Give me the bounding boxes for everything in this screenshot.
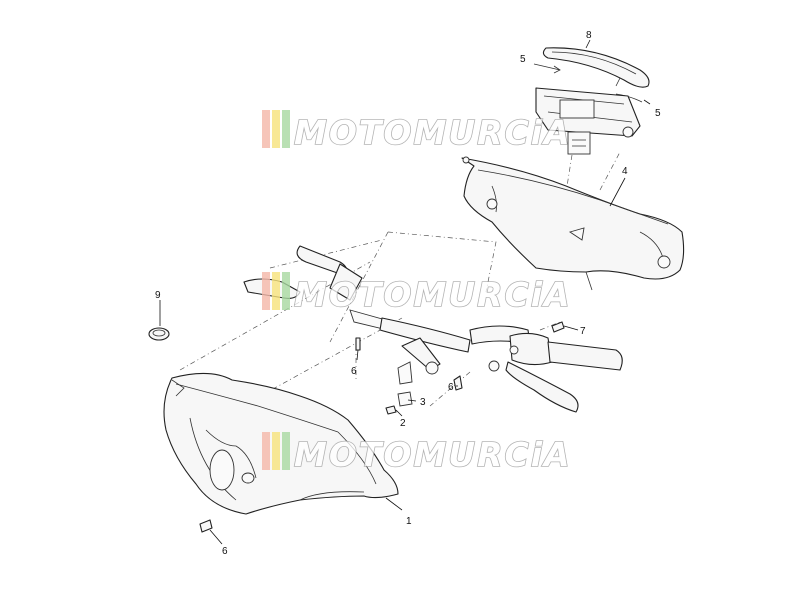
callout-5-left: 5 [520, 54, 526, 65]
callout-1: 1 [406, 516, 412, 527]
callout-6-upper: 6 [351, 366, 357, 377]
callout-6-middle: 6 [448, 382, 454, 393]
callout-3: 3 [420, 397, 426, 408]
watermark-top: MOTOMURCiA [262, 110, 572, 153]
watermark-text: MOTOMURCiA [294, 435, 572, 474]
callouts: 1 2 3 4 5 5 6 6 6 7 8 9 [155, 30, 661, 557]
part-9-emblem [148, 327, 170, 341]
right-grip-lever [488, 332, 623, 413]
part-4-rear-handlebar-cover [461, 156, 685, 291]
watermark-text: MOTOMURCiA [294, 113, 572, 152]
instrument-cluster [535, 87, 641, 155]
watermark-middle: MOTOMURCiA [262, 272, 572, 315]
callout-2: 2 [400, 418, 406, 429]
watermark-text: MOTOMURCiA [294, 275, 572, 314]
callout-5-right: 5 [655, 108, 661, 119]
handlebar-assembly [379, 317, 531, 385]
callout-4: 4 [622, 166, 628, 177]
callout-7: 7 [580, 326, 586, 337]
screws [199, 321, 565, 533]
callout-8: 8 [586, 30, 592, 41]
watermark-bottom: MOTOMURCiA [262, 432, 572, 475]
callout-9: 9 [155, 290, 161, 301]
part-1-front-handlebar-cover [163, 372, 399, 515]
part-8-instrument-lens [542, 47, 650, 88]
part-5-clips [533, 63, 643, 103]
callout-6-lower: 6 [222, 546, 228, 557]
